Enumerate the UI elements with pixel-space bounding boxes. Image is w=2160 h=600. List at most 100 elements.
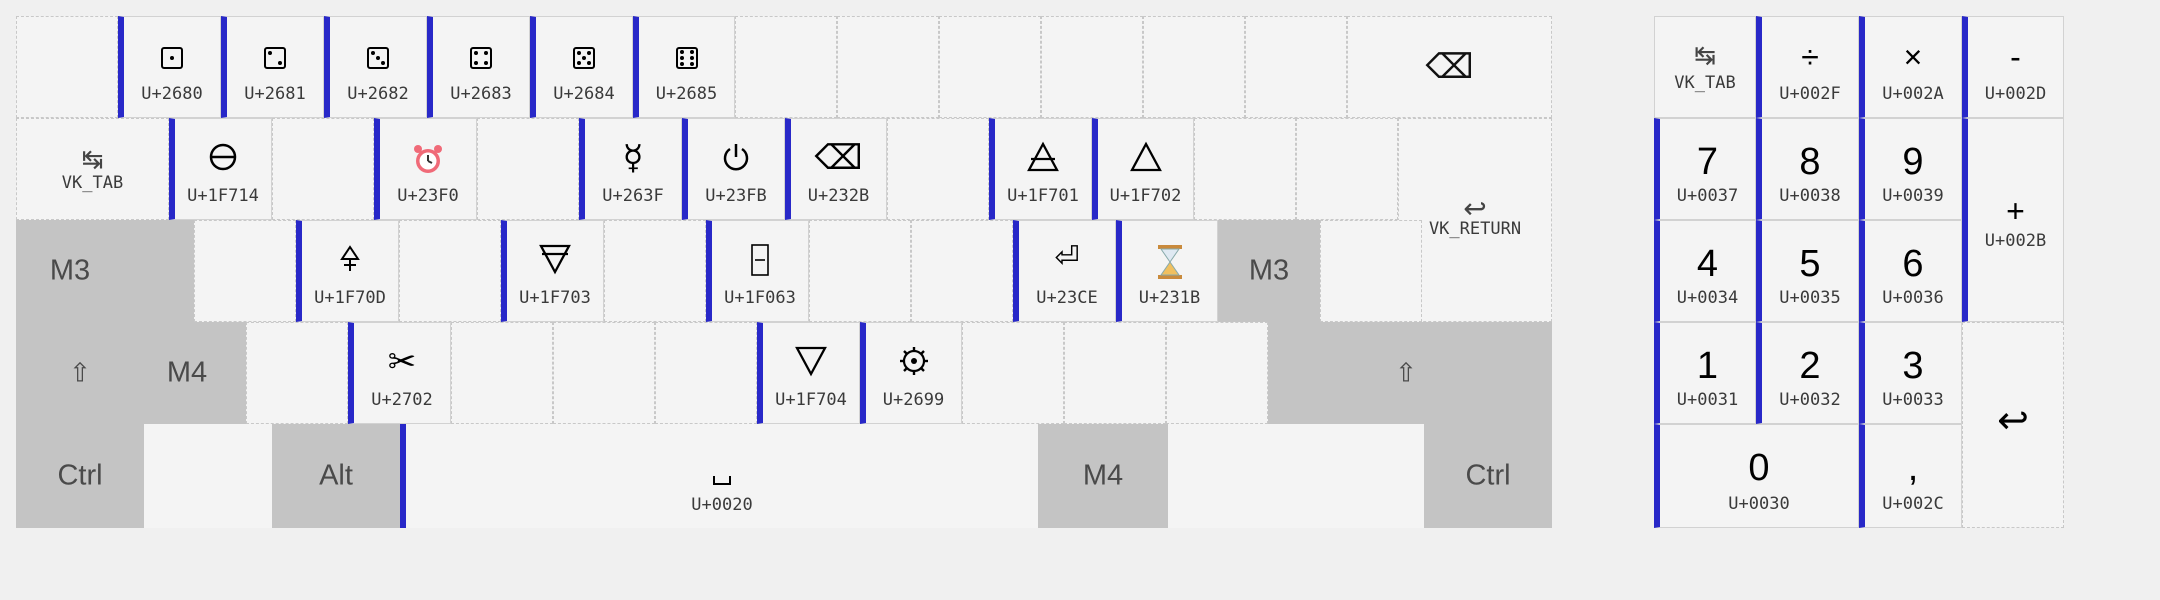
- key-ctrl-left[interactable]: Ctrl: [16, 424, 144, 528]
- scissors-icon: ✂: [387, 342, 417, 382]
- key-empty[interactable]: [1166, 322, 1268, 424]
- key-tab[interactable]: ↹ VK_TAB: [16, 118, 169, 220]
- numpad-key-1[interactable]: 1 U+0031: [1654, 322, 1756, 424]
- key-alt[interactable]: Alt: [272, 424, 400, 528]
- mercury-icon: ☿: [622, 138, 644, 178]
- key-empty[interactable]: [735, 16, 837, 118]
- theta-circle-icon: [175, 141, 271, 179]
- key-shift-right[interactable]: ⇧: [1268, 322, 1552, 424]
- key-empty[interactable]: [655, 322, 757, 424]
- key-alchemical-fire[interactable]: U+1F702: [1092, 118, 1194, 220]
- numpad-key-minus[interactable]: - U+002D: [1962, 16, 2064, 118]
- key-empty[interactable]: [887, 118, 989, 220]
- numpad-key-7[interactable]: 7 U+0037: [1654, 118, 1756, 220]
- key-scissors[interactable]: ✂ U+2702: [348, 322, 451, 424]
- key-empty[interactable]: [477, 118, 579, 220]
- shift-icon: ⇧: [69, 357, 91, 388]
- key-empty[interactable]: [809, 220, 911, 322]
- numpad-key-plus[interactable]: + U+002B: [1962, 118, 2064, 322]
- domino-tile-icon: [712, 243, 808, 283]
- return-icon: ↩: [1463, 192, 1487, 225]
- key-hourglass[interactable]: U+231B: [1116, 220, 1218, 322]
- numpad-key-tab[interactable]: ↹ VK_TAB: [1654, 16, 1756, 118]
- numpad-key-2[interactable]: 2 U+0032: [1756, 322, 1859, 424]
- key-die-face-2[interactable]: U+2681: [221, 16, 324, 118]
- key-power[interactable]: U+23FB: [682, 118, 785, 220]
- numpad-key-0[interactable]: 0 U+0030: [1654, 424, 1859, 528]
- key-empty[interactable]: [1194, 118, 1296, 220]
- key-space[interactable]: U+0020: [400, 424, 1038, 528]
- key-die-face-3[interactable]: U+2682: [324, 16, 427, 118]
- key-alchemical-water[interactable]: U+1F704: [757, 322, 860, 424]
- key-blank-right[interactable]: [1168, 424, 1424, 528]
- key-empty[interactable]: [604, 220, 706, 322]
- sulfur-arrow-icon: [302, 243, 398, 279]
- numpad-key-divide[interactable]: ÷ U+002F: [1756, 16, 1859, 118]
- die-face-5-icon: [536, 39, 632, 73]
- key-empty[interactable]: [553, 322, 655, 424]
- key-empty[interactable]: [939, 16, 1041, 118]
- shift-icon: ⇧: [1395, 357, 1417, 388]
- key-die-face-1[interactable]: U+2680: [118, 16, 221, 118]
- erase-left-icon: ⌫: [814, 138, 863, 178]
- key-empty[interactable]: [837, 16, 939, 118]
- die-face-3-icon: [330, 39, 426, 73]
- key-die-face-4[interactable]: U+2683: [427, 16, 530, 118]
- alarm-clock-icon: [380, 141, 476, 183]
- key-empty[interactable]: [272, 118, 374, 220]
- key-alarm-clock[interactable]: U+23F0: [374, 118, 477, 220]
- key-empty[interactable]: [911, 220, 1013, 322]
- key-empty[interactable]: [451, 322, 553, 424]
- tab-icon: ↹: [81, 145, 104, 175]
- key-shift-left[interactable]: ⇧: [16, 322, 246, 424]
- power-icon: [688, 141, 784, 179]
- key-empty[interactable]: [194, 220, 296, 322]
- numpad-key-6[interactable]: 6 U+0036: [1859, 220, 1962, 322]
- numpad-key-8[interactable]: 8 U+0038: [1756, 118, 1859, 220]
- key-m4-left[interactable]: M4: [166, 356, 208, 389]
- numpad-key-multiply[interactable]: × U+002A: [1859, 16, 1962, 118]
- return-symbol-icon: ⏎: [1054, 240, 1080, 275]
- key-empty[interactable]: [1320, 220, 1422, 322]
- numpad-key-enter[interactable]: ↩: [1962, 322, 2064, 528]
- key-mercury[interactable]: ☿ U+263F: [579, 118, 682, 220]
- water-symbol-icon: [763, 345, 859, 383]
- key-empty[interactable]: [1064, 322, 1166, 424]
- space-icon: [406, 476, 1038, 485]
- key-win-left[interactable]: [144, 424, 272, 528]
- key-die-face-5[interactable]: U+2684: [530, 16, 633, 118]
- key-domino-1f063[interactable]: U+1F063: [706, 220, 809, 322]
- key-empty[interactable]: [1143, 16, 1245, 118]
- key-empty[interactable]: [1245, 16, 1347, 118]
- numpad-key-5[interactable]: 5 U+0035: [1756, 220, 1859, 322]
- die-face-1-icon: [124, 39, 220, 73]
- key-empty[interactable]: [399, 220, 501, 322]
- key-empty[interactable]: [1041, 16, 1143, 118]
- key-gear[interactable]: U+2699: [860, 322, 962, 424]
- key-m3-right[interactable]: M3: [1218, 220, 1320, 322]
- key-alchemical-earth[interactable]: U+1F703: [501, 220, 604, 322]
- key-ctrl-right[interactable]: Ctrl: [1424, 424, 1552, 528]
- key-empty[interactable]: [1296, 118, 1398, 220]
- key-die-face-6[interactable]: U+2685: [633, 16, 735, 118]
- die-face-2-icon: [227, 39, 323, 73]
- key-m3-left[interactable]: M3: [16, 220, 194, 322]
- key-alchemical-air[interactable]: U+1F701: [989, 118, 1092, 220]
- key-alchemical-1f714[interactable]: U+1F714: [169, 118, 272, 220]
- key-empty[interactable]: [16, 16, 118, 118]
- key-empty[interactable]: [962, 322, 1064, 424]
- key-return-symbol[interactable]: ⏎ U+23CE: [1013, 220, 1116, 322]
- fire-symbol-icon: [1098, 141, 1193, 179]
- die-face-6-icon: [639, 39, 734, 73]
- backspace-icon: ⌫: [1425, 48, 1474, 86]
- key-alchemical-1f70d[interactable]: U+1F70D: [296, 220, 399, 322]
- numpad-key-9[interactable]: 9 U+0039: [1859, 118, 1962, 220]
- numpad-key-comma[interactable]: , U+002C: [1859, 424, 1962, 528]
- key-m4-right[interactable]: M4: [1038, 424, 1168, 528]
- key-empty[interactable]: [246, 322, 348, 424]
- gear-icon: [866, 345, 961, 383]
- key-backspace[interactable]: ⌫: [1347, 16, 1552, 118]
- numpad-key-4[interactable]: 4 U+0034: [1654, 220, 1756, 322]
- numpad-key-3[interactable]: 3 U+0033: [1859, 322, 1962, 424]
- key-erase-left[interactable]: ⌫ U+232B: [785, 118, 887, 220]
